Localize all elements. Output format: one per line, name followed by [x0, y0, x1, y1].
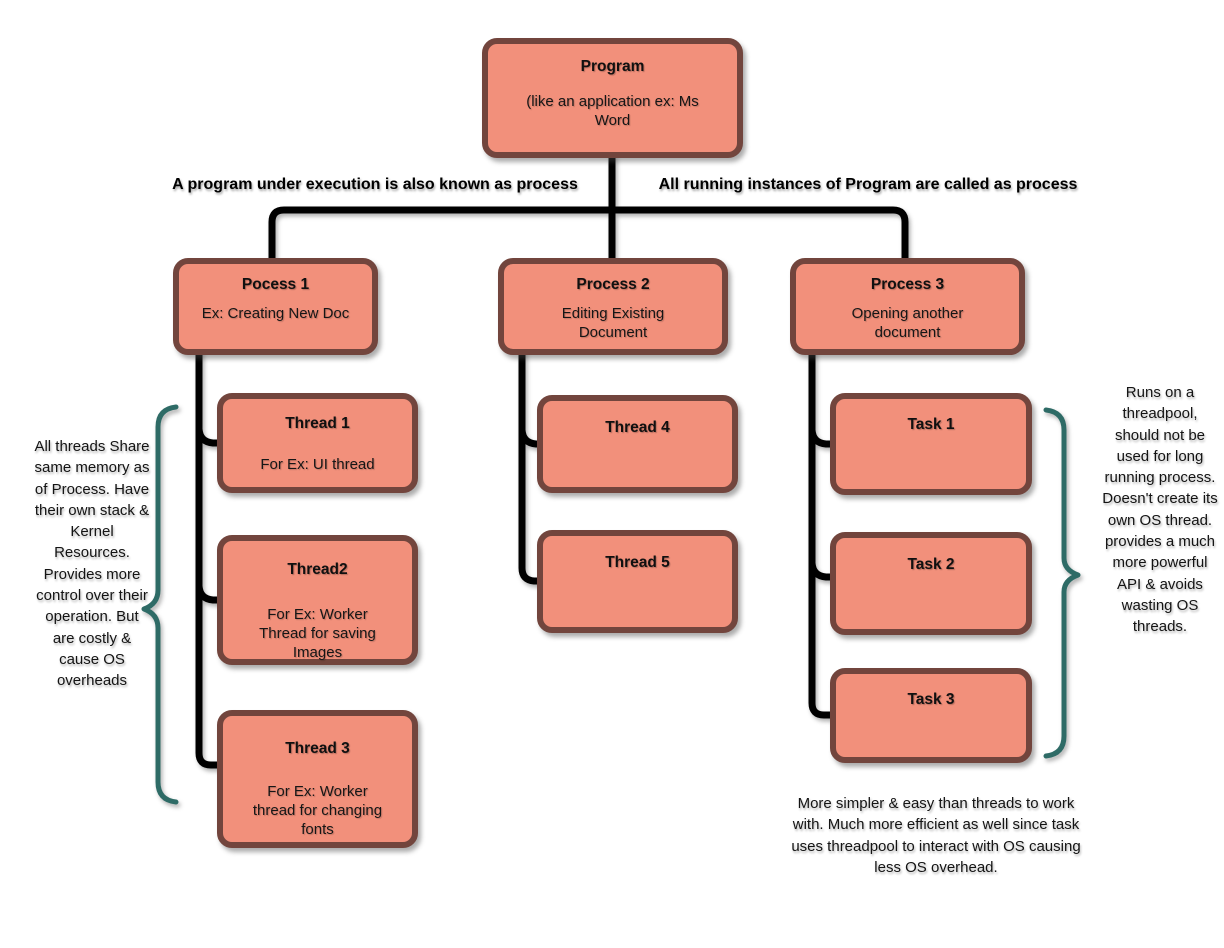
thread3-box: Thread 3 For Ex: Worker thread for chang… [217, 710, 418, 848]
process1-title: Pocess 1 [241, 276, 310, 293]
process1-body: Ex: Creating New Doc [201, 305, 350, 322]
thread5-title: Thread 5 [605, 554, 670, 571]
task1-box: Task 1 [830, 393, 1032, 495]
right-brace [1043, 407, 1081, 759]
task3-box: Task 3 [830, 668, 1032, 763]
thread2-body: For Ex: Worker Thread for saving Images [259, 606, 376, 662]
thread2-title: Thread2 [287, 561, 348, 578]
program-box: Program (like an application ex: Ms Word [482, 38, 743, 158]
connector-top-bar [268, 206, 909, 264]
process1-box: Pocess 1 Ex: Creating New Doc [173, 258, 378, 355]
tasks-bottom-note: More simpler & easy than threads to work… [791, 795, 1081, 876]
thread4-box: Thread 4 [537, 395, 738, 493]
process3-box: Process 3 Opening another document [790, 258, 1025, 355]
edge-label-right: All running instances of Program are cal… [658, 176, 1078, 193]
thread1-title: Thread 1 [285, 415, 350, 432]
process3-body: Opening another document [851, 305, 964, 342]
task2-title: Task 2 [907, 556, 955, 573]
program-title: Program [580, 58, 645, 75]
process2-title: Process 2 [576, 276, 650, 293]
thread1-box: Thread 1 For Ex: UI thread [217, 393, 418, 493]
thread2-box: Thread2 For Ex: Worker Thread for saving… [217, 535, 418, 665]
tasks-note: Runs on a threadpool, should not be used… [1102, 384, 1218, 636]
thread4-title: Thread 4 [605, 419, 670, 436]
thread5-box: Thread 5 [537, 530, 738, 633]
process2-body: Editing Existing Document [561, 305, 665, 342]
edge-label-left: A program under execution is also known … [172, 176, 578, 193]
thread3-title: Thread 3 [285, 740, 350, 757]
process2-box: Process 2 Editing Existing Document [498, 258, 728, 355]
threads-note: All threads Share same memory as of Proc… [34, 438, 150, 690]
program-body: (like an application ex: Ms Word [526, 93, 699, 130]
task1-title: Task 1 [907, 416, 955, 433]
task3-title: Task 3 [907, 691, 955, 708]
task2-box: Task 2 [830, 532, 1032, 635]
thread1-body: For Ex: UI thread [260, 456, 375, 473]
process3-title: Process 3 [870, 276, 945, 293]
thread3-body: For Ex: Worker thread for changing fonts [252, 783, 383, 839]
